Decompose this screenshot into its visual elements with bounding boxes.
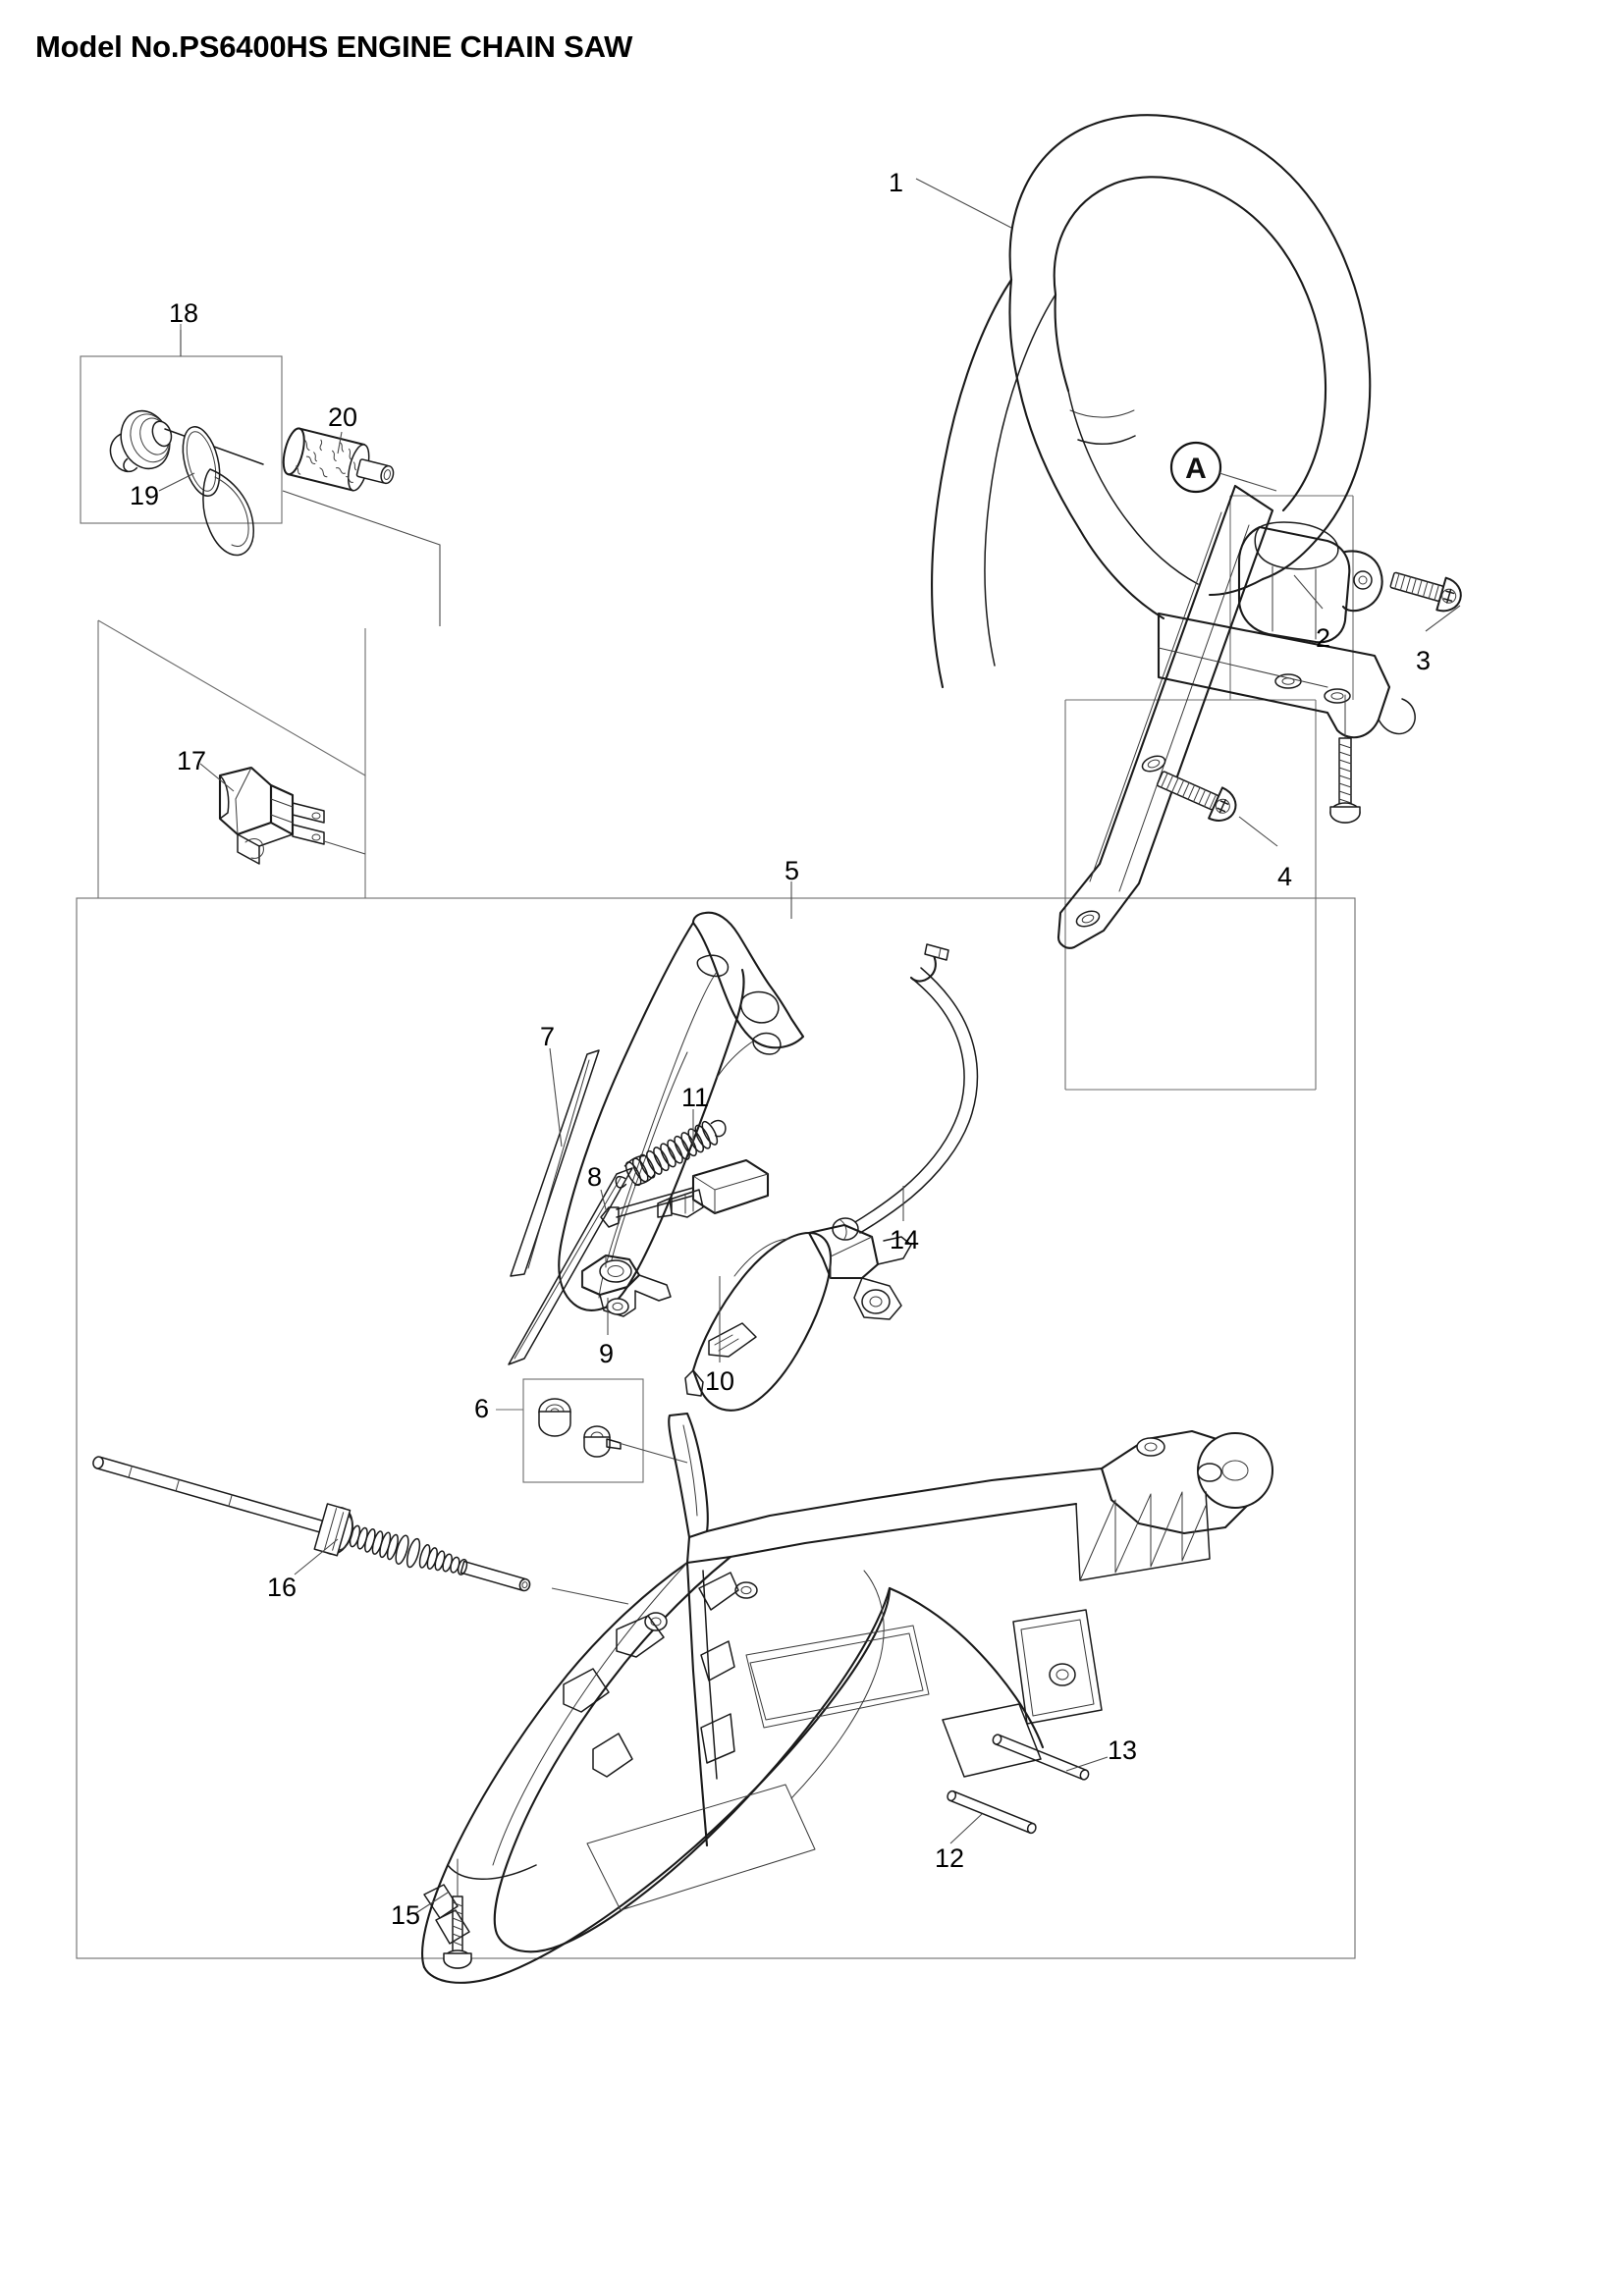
group-box-grommet: [496, 1378, 644, 1483]
callout-1: 1: [889, 168, 904, 197]
callout-7: 7: [540, 1022, 556, 1051]
leader-lines: [158, 178, 1461, 1915]
part-6-grommet-set: [538, 1398, 688, 1464]
callout-16: 16: [267, 1573, 298, 1602]
callout-6: 6: [474, 1394, 490, 1423]
part-15-tapping-screw: [443, 1858, 472, 1969]
callout-14: 14: [890, 1225, 920, 1255]
callout-20: 20: [328, 402, 358, 432]
part-2-handle-clamp: [1237, 521, 1383, 644]
callout-13: 13: [1108, 1735, 1138, 1765]
page-title: Model No.PS6400HS ENGINE CHAIN SAW: [35, 29, 633, 64]
part-17-stop-switch: [218, 766, 366, 865]
callout-11: 11: [681, 1083, 710, 1112]
part-10-throttle-trigger: [684, 1223, 912, 1412]
part-11-tension-spring: [615, 1119, 727, 1189]
part-14-lead-wire: [832, 943, 979, 1241]
callout-2: 2: [1316, 623, 1331, 653]
part-13-pin: [992, 1734, 1090, 1781]
callout-19: 19: [130, 481, 160, 510]
callout-9: 9: [599, 1339, 615, 1368]
callout-4: 4: [1277, 862, 1293, 891]
part-12-pin: [947, 1789, 1037, 1835]
callout-5: 5: [785, 856, 800, 885]
handle-bracket: [1157, 612, 1416, 739]
projection-box-right: [1064, 495, 1354, 1091]
main-housing-body: [421, 1412, 1273, 1984]
handle-mount-strut: [1056, 484, 1274, 949]
projection-lines-upper: [97, 490, 441, 898]
callout-17: 17: [177, 746, 207, 775]
part-16-fuel-hose: [92, 1456, 629, 1605]
callout-8: 8: [587, 1162, 603, 1192]
part-9-lock-off-lever: [580, 1254, 672, 1317]
callout-18: 18: [169, 298, 199, 328]
section-marker-a: A: [1169, 441, 1277, 494]
callout-10: 10: [705, 1366, 735, 1396]
part-1-front-handle-bar: [930, 114, 1372, 689]
group-box-handle-assembly: [76, 897, 1356, 1959]
part-4-torx-screw: [1156, 771, 1237, 822]
svg-text:A: A: [1185, 453, 1207, 485]
part-3-torx-screw: [1389, 571, 1462, 613]
part-20-fuel-filter: [282, 427, 395, 492]
callout-3: 3: [1416, 646, 1432, 675]
bracket-tapping-screw: [1329, 694, 1361, 824]
part-8-throttle-lever-rod: [600, 1158, 770, 1228]
callout-12: 12: [935, 1843, 965, 1873]
part-18-oil-cap-assembly: [109, 409, 264, 557]
part-7-rear-handle-cover: [510, 911, 805, 1311]
callout-15: 15: [391, 1900, 421, 1930]
